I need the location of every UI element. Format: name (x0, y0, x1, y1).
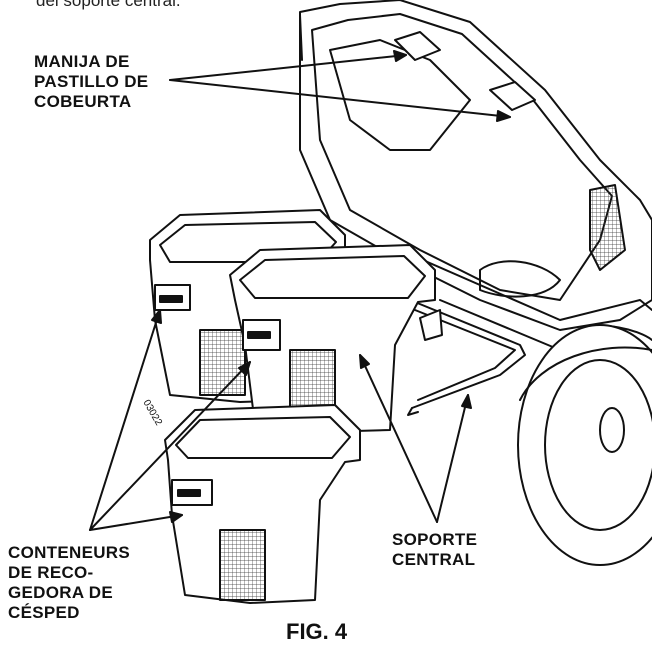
mower-body (399, 249, 652, 566)
label-line: CÉSPED (8, 603, 80, 622)
label-line: CENTRAL (392, 550, 476, 569)
header-fragment: del soporte central. (36, 0, 181, 10)
label-line: SOPORTE (392, 530, 478, 549)
label-line: MANIJA DE (34, 52, 130, 71)
label-line: DE RECO- (8, 563, 94, 582)
label-containers: CONTENEURS DE RECO- GEDORA DE CÉSPED (8, 543, 130, 623)
label-line: COBEURTA (34, 92, 132, 111)
leader-lines (89, 50, 511, 531)
container-front (164, 404, 361, 604)
label-support: SOPORTE CENTRAL (392, 530, 477, 570)
label-line: CONTENEURS (8, 543, 131, 562)
label-lid-handle: MANIJA DE PASTILLO DE COBEURTA (34, 52, 148, 112)
label-line: GEDORA DE (8, 583, 114, 602)
label-line: PASTILLO DE (34, 72, 149, 91)
central-support (407, 299, 526, 416)
container-middle (229, 244, 436, 433)
figure-caption: FIG. 4 (286, 619, 348, 644)
